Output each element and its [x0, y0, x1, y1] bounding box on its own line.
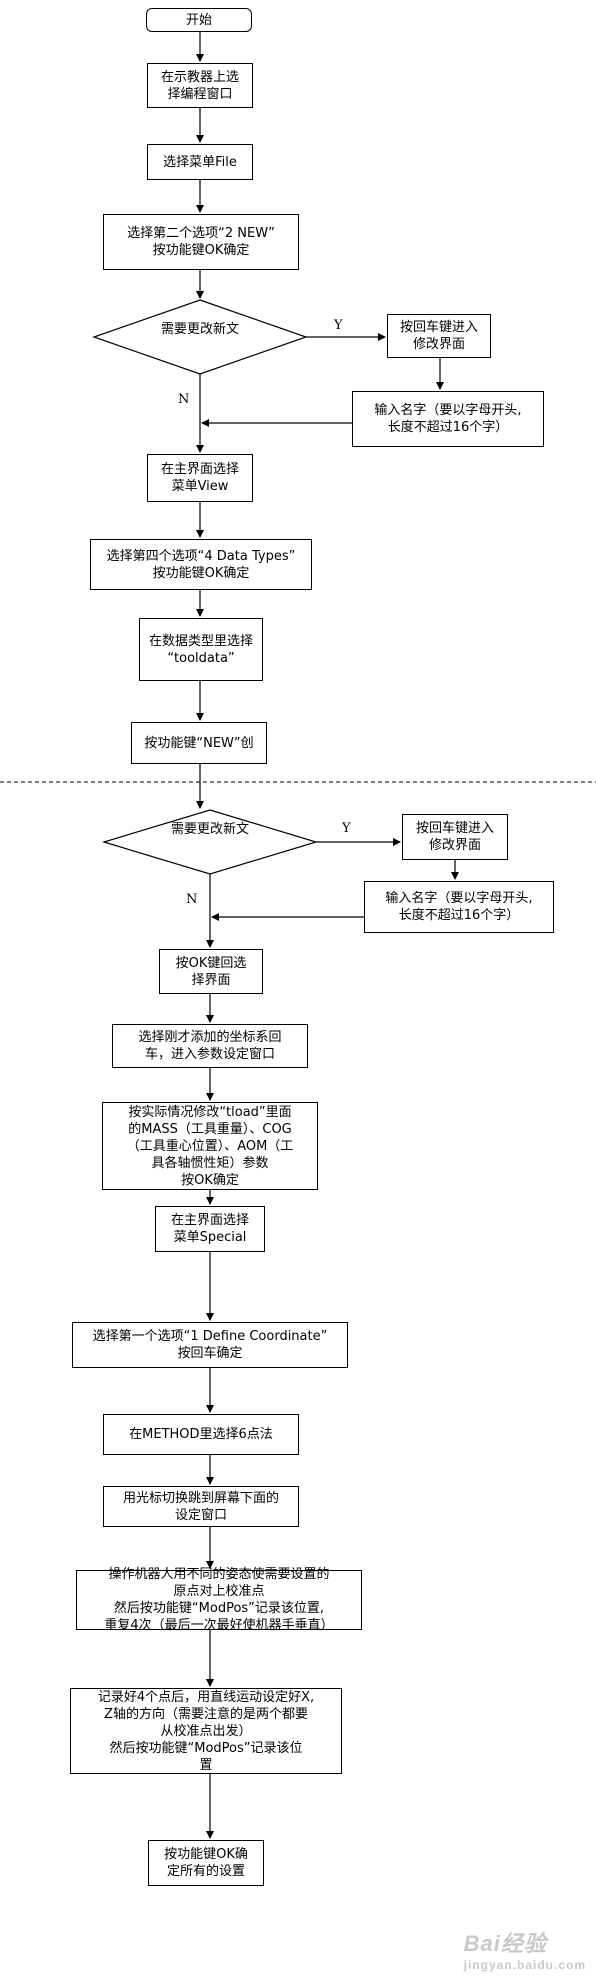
box-text: 按功能键OK确定 [152, 565, 250, 581]
box-text: 按实际情况修改“tload”里面 [128, 1104, 292, 1120]
step-switch-setting-window: 用光标切换跳到屏幕下面的 设定窗口 [103, 1486, 299, 1527]
box-text: 操作机器人用不同的姿态使需要设置的 [108, 1567, 330, 1582]
box-text: 在主界面选择 [160, 462, 239, 477]
box-text: 在METHOD里选择6点法 [129, 1427, 273, 1442]
box-text: 在主界面选择 [170, 1213, 249, 1228]
step-select-menu-view: 在主界面选择 菜单View [147, 454, 253, 502]
step-modify-tload: 按实际情况修改“tload”里面 的MASS（工具重量）、COG （工具重心位置… [102, 1102, 318, 1190]
start-label: 开始 [185, 12, 212, 28]
step-confirm-all: 按功能键OK确 定所有的设置 [148, 1840, 264, 1886]
box-text: “tooldata” [167, 650, 235, 666]
box-text: 具各轴惯性矩）参数 [151, 1155, 269, 1171]
box-text: Z轴的方向（需要注意的是两个都要 [104, 1706, 308, 1722]
start-terminal: 开始 [146, 8, 252, 32]
box-text: 按OK确定 [181, 1172, 239, 1188]
step-select-tooldata: 在数据类型里选择 “tooldata” [139, 618, 263, 681]
box-text: 置 [199, 1757, 213, 1773]
box-text: 按功能键“NEW”创 [144, 735, 254, 751]
box-text: 从校准点出发） [160, 1723, 252, 1739]
step-select-program-window: 在示教器上选 择编程窗口 [147, 63, 253, 108]
baidu-watermark: Bai经验 jingyan.baidu.com [464, 1926, 586, 1972]
step-enter-edit-2: 按回车键进入 修改界面 [402, 814, 508, 860]
step-select-2-new: 选择第二个选项“2 NEW” 按功能键OK确定 [103, 214, 299, 270]
watermark-text: Bai经验 [463, 1931, 547, 1956]
box-text: 输入名字（要以字母开头, [374, 403, 522, 418]
box-text: 车，进入参数设定窗口 [144, 1047, 275, 1062]
box-text: 按回车确定 [177, 1346, 243, 1361]
box-text: 然后按功能键“ModPos”记录该位 [109, 1740, 303, 1756]
step-method-6-point: 在METHOD里选择6点法 [103, 1414, 299, 1455]
step-select-data-types: 选择第四个选项“4 Data Types” 按功能键OK确定 [90, 539, 312, 590]
box-text: 用光标切换跳到屏幕下面的 [122, 1490, 279, 1506]
box-text: 选择第四个选项“4 Data Types” [106, 548, 296, 564]
box-text: 按回车键进入 [399, 320, 478, 335]
step-select-coordinate: 选择刚才添加的坐标系回 车，进入参数设定窗口 [112, 1024, 308, 1068]
box-text: 原点对上校准点 [173, 1584, 265, 1599]
step-select-menu-file: 选择菜单File [147, 144, 253, 180]
decision-1-text: 需要更改新文 [160, 322, 239, 337]
no-label-2: N [186, 892, 198, 907]
step-ok-return: 按OK键回选 择界面 [159, 949, 263, 994]
box-text: 选择第一个选项“1 Define Coordinate” [92, 1329, 328, 1344]
decision-diamond-1 [92, 299, 308, 375]
step-press-new: 按功能键“NEW”创 [131, 722, 267, 764]
box-text: 择编程窗口 [167, 86, 233, 102]
box-text: 在数据类型里选择 [148, 633, 253, 649]
decision-2-text: 需要更改新文 [170, 822, 249, 837]
box-text: 按功能键OK确 [164, 1847, 248, 1862]
no-label-1: N [178, 392, 190, 407]
box-text: 重复4次（最后一次最好使机器手垂直） [104, 1618, 334, 1633]
box-text: （工具重心位置）、AOM（工 [126, 1138, 294, 1154]
box-text: 选择刚才添加的坐标系回 [138, 1030, 282, 1045]
box-text: 修改界面 [412, 337, 465, 352]
yes-label-2: Y [342, 821, 351, 836]
step-enter-edit-1: 按回车键进入 修改界面 [387, 314, 491, 358]
box-text: 选择第二个选项“2 NEW” [127, 226, 275, 241]
box-text: 按OK键回选 [175, 955, 247, 971]
box-text: 定所有的设置 [166, 1864, 245, 1879]
box-text: 按回车键进入 [415, 821, 494, 836]
box-text: 菜单Special [173, 1230, 247, 1245]
step-input-name-2: 输入名字（要以字母开头, 长度不超过16个字） [364, 881, 554, 933]
yes-label-1: Y [334, 318, 343, 333]
box-text: 菜单View [171, 479, 229, 494]
box-text: 输入名字（要以字母开头, [385, 891, 533, 906]
box-text: 记录好4个点后，用直线运动设定好X, [97, 1689, 315, 1705]
step-modpos-4-times: 操作机器人用不同的姿态使需要设置的 原点对上校准点 然后按功能键“ModPos”… [76, 1567, 362, 1633]
box-text: 长度不超过16个字） [398, 908, 520, 923]
watermark-url: jingyan.baidu.com [463, 1958, 586, 1972]
step-input-name-1: 输入名字（要以字母开头, 长度不超过16个字） [352, 391, 544, 447]
box-text: 按功能键OK确定 [152, 243, 250, 258]
box-text: 在示教器上选 [160, 69, 239, 85]
step-define-coordinate: 选择第一个选项“1 Define Coordinate” 按回车确定 [72, 1322, 348, 1368]
box-text: 选择菜单File [163, 154, 237, 170]
box-text: 然后按功能键“ModPos”记录该位置, [113, 1601, 325, 1616]
box-text: 择界面 [191, 972, 231, 988]
step-set-xz-direction: 记录好4个点后，用直线运动设定好X, Z轴的方向（需要注意的是两个都要 从校准点… [70, 1688, 342, 1774]
box-text: 长度不超过16个字） [387, 420, 509, 435]
box-text: 设定窗口 [174, 1507, 227, 1523]
box-text: 修改界面 [428, 838, 481, 853]
step-select-menu-special: 在主界面选择 菜单Special [155, 1206, 265, 1252]
box-text: 的MASS（工具重量）、COG [128, 1121, 292, 1137]
